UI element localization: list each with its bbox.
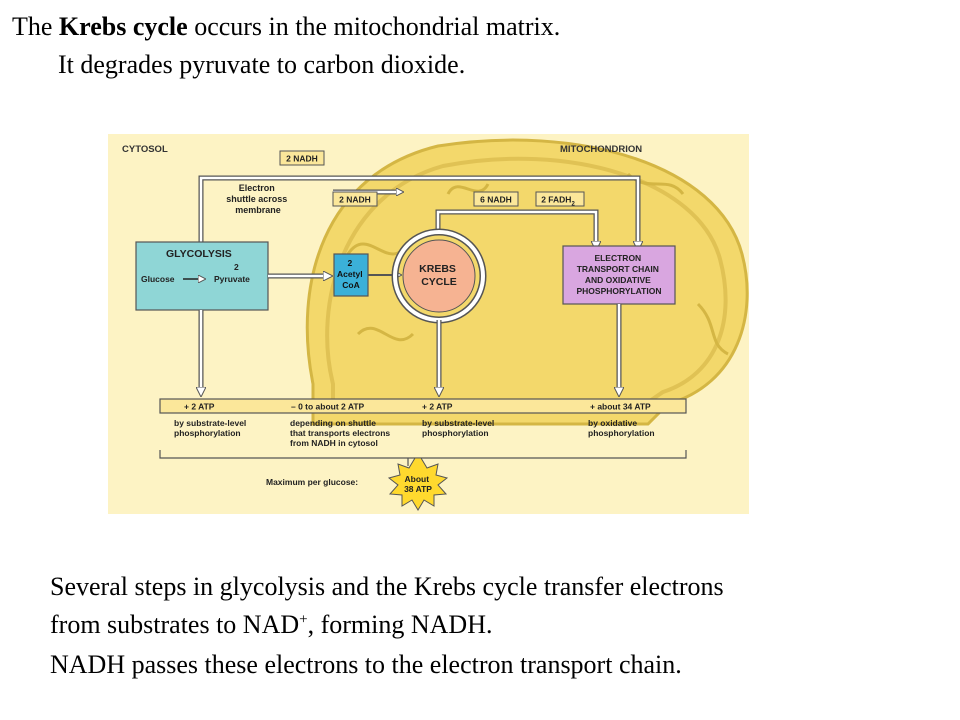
title-line-2: It degrades pyruvate to carbon dioxide. (58, 50, 466, 79)
note-oxidative: by oxidative phosphorylation (588, 418, 655, 438)
atp-oxidative: + about 34 ATP (590, 402, 651, 412)
nadh-mid-label: 2 NADH (339, 195, 371, 205)
nadh-mid-box (332, 191, 378, 207)
nadh-top-box (279, 150, 325, 166)
acetyl-coa-label: 2 Acetyl CoA (337, 258, 365, 290)
cellular-respiration-diagram: CYTOSOL MITOCHONDRION 2 NADH Electron sh… (108, 134, 749, 514)
total-atp-burst (387, 457, 449, 511)
krebs-cycle-label: KREBS CYCLE (419, 263, 459, 288)
total-bracket (159, 450, 687, 466)
nadh-six-label: 6 NADH (480, 195, 512, 205)
atp-shuttle: – 0 to about 2 ATP (291, 402, 365, 412)
cytosol-label: CYTOSOL (122, 144, 168, 155)
fadh-label: 2 FADH2 (541, 195, 575, 208)
body-line-1: Several steps in glycolysis and the Kreb… (50, 572, 724, 601)
glycolysis-title: GLYCOLYSIS (166, 248, 232, 260)
body-line-2: from substrates to NAD+, forming NADH. (50, 610, 492, 640)
acetyl-coa-box (333, 253, 369, 297)
shuttle-label: Electron shuttle across membrane (226, 183, 290, 215)
body-line-2-prefix: from substrates to NAD (50, 610, 300, 639)
maximum-per-glucose-label: Maximum per glucose: (266, 477, 358, 487)
nadh-top-label: 2 NADH (286, 154, 318, 164)
note-shuttle: depending on shuttle that transports ele… (290, 418, 393, 448)
atp-summary-bar (159, 398, 687, 414)
mitochondrion-label: MITOCHONDRION (560, 144, 642, 155)
note-krebs: by substrate-level phosphorylation (422, 418, 497, 438)
mitochondrion-cristae (346, 172, 729, 356)
glucose-label: Glucose (141, 274, 175, 284)
title-prefix: The (12, 12, 59, 41)
fadh-box (535, 191, 585, 207)
note-glycolysis: by substrate-level phosphorylation (174, 418, 249, 438)
atp-glycolysis: + 2 ATP (184, 402, 215, 412)
pyruvate-label: Pyruvate (214, 274, 250, 284)
body-line-3: NADH passes these electrons to the elect… (50, 650, 682, 679)
title-suffix: occurs in the mitochondrial matrix. (187, 12, 561, 41)
title-line-1: The Krebs cycle occurs in the mitochondr… (12, 12, 560, 42)
body-line-2-suffix: , forming NADH. (307, 610, 493, 639)
mitochondrion-outer-membrane (305, 138, 749, 426)
electron-transport-chain-label: ELECTRON TRANSPORT CHAIN AND OXIDATIVE P… (576, 253, 661, 296)
nad-superscript: + (299, 611, 308, 628)
krebs-cycle-circle (402, 239, 476, 313)
title-bold-term: Krebs cycle (58, 12, 188, 41)
total-atp-label: About 38 ATP (404, 474, 432, 494)
atp-krebs: + 2 ATP (422, 402, 453, 412)
nadh-six-box (473, 191, 519, 207)
pyruvate-count: 2 (234, 262, 239, 272)
